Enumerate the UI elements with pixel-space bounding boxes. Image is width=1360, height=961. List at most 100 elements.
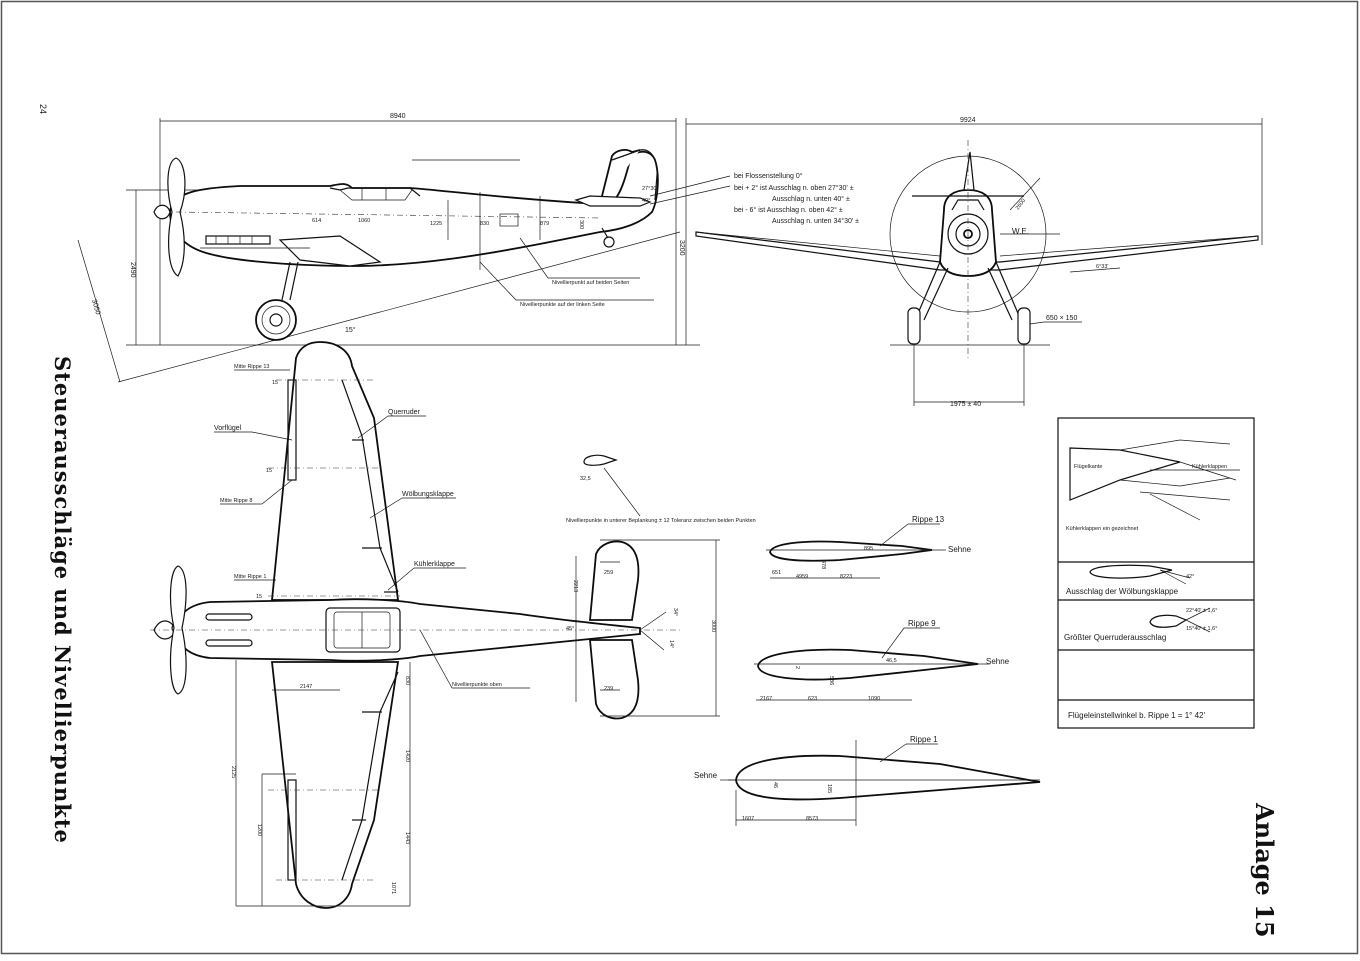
rippe9-dim-4: 1090 [868,696,880,702]
front-dihedral: 6°33' [1096,264,1108,270]
top-stab-upper [589,540,640,621]
stab-dim-2: 239 [604,686,613,692]
stab-dim-1: 259 [604,570,613,576]
inset-flap-angle: 42° [1186,574,1194,580]
top-station-2: 15 [266,468,272,474]
airfoil-rippe-1: Rippe 1 Sehne 1607 8573 185 46 [694,735,1041,826]
top-dim-1: 2147 [300,684,312,690]
top-wing-lower [270,661,400,909]
front-we-label: W.E. [1012,227,1029,236]
stab-angle-2: 34° [672,608,678,616]
rippe9-dim-3: 623 [808,696,817,702]
side-note-2: Nivellierpunkte auf der linken Seite [520,302,605,308]
side-note-1: Nivellierpunkt auf beiden Seiten [552,280,629,286]
page-number: 24 [38,104,48,114]
inset-incidence: Flügeleinstellwinkel b. Rippe 1 = 1° 42' [1068,711,1206,720]
front-tyre: 650 × 150 [1046,315,1077,322]
top-stab-lower [589,639,640,720]
side-title: Steuerausschläge und Nivellierpunkte [50,356,75,844]
top-label-kuhlerklappe: Kühlerklappe [414,561,455,568]
stab-span: 3000 [710,620,716,632]
side-station-2: 1060 [358,218,370,224]
top-label-mitte-rippe-13: Mitte Rippe 13 [234,364,269,370]
top-label-vorflugel: Vorflügel [214,425,242,432]
inset-flap-title: Ausschlag der Wölbungsklappe [1066,587,1179,596]
top-view: 15 15 15 3000 259 239 2213 45° 34° 14° [150,341,756,909]
side-dim-diag: 3050 [90,299,101,316]
rippe13-chord: Sehne [948,545,972,554]
top-fuselage [175,598,641,662]
side-tail-wheel [603,236,615,248]
side-station-1: 614 [312,218,321,224]
inset-top-label-2: Kühlerklappen [1192,464,1227,470]
top-label-wolbungsklappe: Wölbungsklappe [402,491,454,498]
rippe13-dim-2: 4959 [796,574,808,580]
top-label-mitte-rippe-8: Mitte Rippe 8 [220,498,252,504]
top-misc-1: 32,5 [580,476,591,482]
rippe13-title: Rippe 13 [912,515,945,524]
rippe9-dim-6: 2 [794,666,800,669]
front-prop-dia: 2600 [1015,198,1027,211]
top-dim-6: 1443 [404,832,410,844]
flap-note-4: bei - 6° ist Ausschlag n. oben 42° ± [734,206,843,214]
rippe1-dim-3: 185 [826,784,832,793]
rippe13-dim-5: 478 [820,560,826,569]
side-propeller [167,157,186,277]
flap-notes: bei Flossenstellung 0° bei + 2° ist Auss… [734,172,859,225]
inset-frame [1057,417,1255,729]
rippe1-dim-4: 46 [772,782,778,788]
inset-top-label-3: Kühlerklappen ein gezeichnet [1066,526,1139,532]
side-tail-angle-2: 40° [642,198,650,204]
flap-note-3: Ausschlag n. unten 40° ± [772,195,850,203]
rippe1-title: Rippe 1 [910,735,938,744]
side-station-4: 830 [480,221,489,227]
top-wing-upper [271,341,400,601]
top-station-1: 15 [272,380,278,386]
rippe9-dim-5: 586 [828,676,834,685]
rippe1-dim-2: 8573 [806,816,818,822]
rippe9-chord: Sehne [986,657,1010,666]
top-dim-5: 1200 [256,824,262,836]
rippe13-dim-3: 8223 [840,574,852,580]
top-label-nivellier-unten: Nivellierpunkte in unterer Beplankung ± … [566,518,756,524]
side-dim-length: 8940 [390,113,406,120]
front-height: 3200 [678,240,685,256]
top-dim-7: 1071 [390,882,396,894]
airfoil-rippe-9: Rippe 9 Sehne 46,5 2167 623 1090 586 2 [754,619,1010,702]
side-angle: 15° [345,326,356,334]
front-view: 9924 3200 2600 W.E. 6°33' 650 [678,117,1263,408]
top-label-querruder: Querruder [388,409,421,416]
rippe1-chord: Sehne [694,771,718,780]
front-track: 1975 ± 40 [950,401,981,408]
side-station-5: 879 [540,221,549,227]
top-dim-4: 2125 [230,766,236,778]
rippe9-title: Rippe 9 [908,619,936,628]
top-station-3: 15 [256,594,262,600]
inset-top-label-1: Flügelkante [1074,464,1102,470]
top-label-mitte-rippe-1: Mitte Rippe 1 [234,574,266,580]
top-label-nivellierpunkte-oben: Nivellierpunkte oben [452,682,502,688]
inset-aileron-angle-2: 15°40' ± 1,6° [1186,626,1217,632]
front-span: 9924 [960,117,976,124]
top-dim-3: 1420 [404,750,410,762]
appendix-label: Anlage 15 [1250,802,1279,938]
side-station-3: 1225 [430,221,442,227]
stab-angle-1: 45° [566,626,574,632]
rippe9-dim-2: 2167 [760,696,772,702]
stab-dim-3: 2213 [572,580,578,592]
front-wheel-left [907,307,921,345]
inset-aileron-title: Größter Querruderausschlag [1064,633,1166,642]
stab-angle-3: 14° [668,640,674,648]
rippe13-dim-1: 895 [864,546,873,552]
rippe1-dim-1: 1607 [742,816,754,822]
side-view: 8940 2490 3050 15° [77,113,731,383]
front-wheel-right [1017,307,1031,345]
side-station-6: 300 [578,220,584,229]
rippe9-dim-1: 46,5 [886,658,897,664]
top-dim-2: 830 [404,676,410,685]
inset-aileron-angle-1: 22°40' ± 1,6° [1186,608,1217,614]
side-fuselage [169,150,659,267]
